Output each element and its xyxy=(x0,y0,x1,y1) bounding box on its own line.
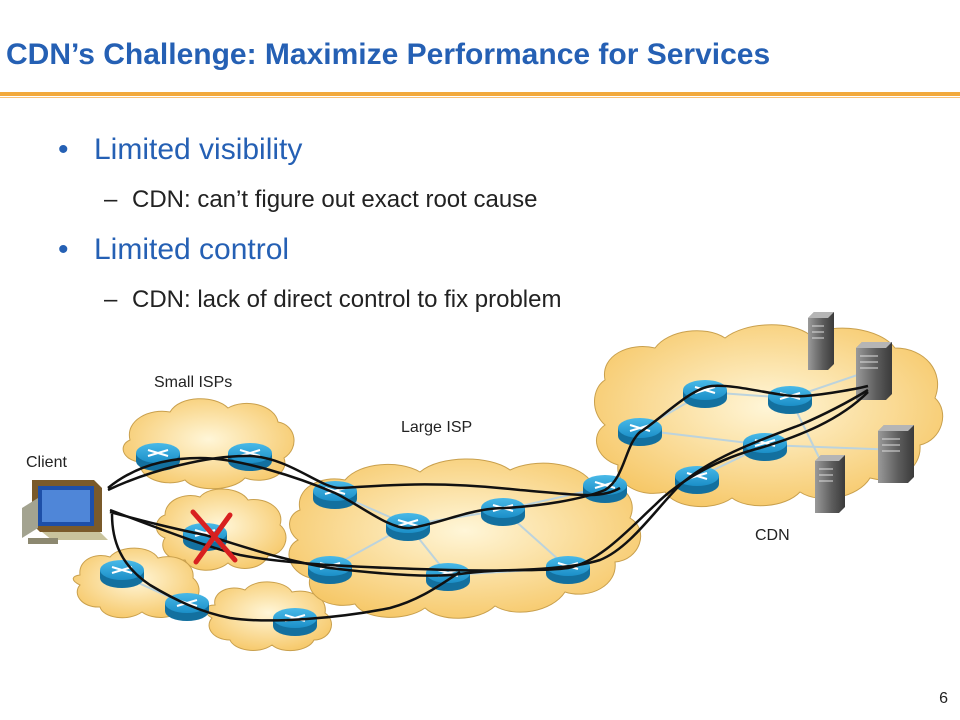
server-icon xyxy=(856,342,892,400)
network-paths xyxy=(107,384,869,622)
slide-title: CDN’s Challenge: Maximize Performance fo… xyxy=(6,38,771,71)
bullet-limited-visibility: • Limited visibility xyxy=(58,133,302,167)
client-computer-icon xyxy=(22,480,108,544)
server-icon xyxy=(808,312,834,370)
router-icon xyxy=(100,560,144,588)
bullet-text: Limited control xyxy=(94,233,290,266)
sub-bullet-dash: – xyxy=(104,186,118,213)
router-icon xyxy=(313,481,357,509)
router-icon xyxy=(273,608,317,636)
x-mark-icon xyxy=(190,509,238,565)
label-client: Client xyxy=(26,454,67,471)
router-icon xyxy=(675,466,719,494)
router-icon xyxy=(481,498,525,526)
title-rule-thin xyxy=(0,97,960,98)
sub-bullet-text: CDN: can’t figure out exact root cause xyxy=(132,186,538,213)
network-diagram: Small ISPs Large ISP Client CDN xyxy=(22,312,944,652)
sub-bullet-visibility: –CDN: can’t figure out exact root cause xyxy=(104,186,538,214)
bullet-dot: • xyxy=(58,133,69,166)
label-large-isp: Large ISP xyxy=(401,419,472,436)
sub-bullet-dash: – xyxy=(104,286,118,313)
label-cdn: CDN xyxy=(755,527,790,544)
bullet-dot: • xyxy=(58,233,69,266)
page-number: 6 xyxy=(939,690,948,707)
sub-bullet-text: CDN: lack of direct control to fix probl… xyxy=(132,286,562,313)
server-icon xyxy=(815,455,845,513)
label-small-isps: Small ISPs xyxy=(154,374,232,391)
router-icon xyxy=(426,563,470,591)
sub-bullet-control: –CDN: lack of direct control to fix prob… xyxy=(104,286,561,314)
server-icon xyxy=(878,425,914,483)
cloud-icon xyxy=(122,398,295,490)
bullet-limited-control: • Limited control xyxy=(58,233,289,267)
router-icon xyxy=(136,443,180,471)
router-icon xyxy=(768,386,812,414)
router-icon xyxy=(546,556,590,584)
title-rule xyxy=(0,92,960,96)
bullet-text: Limited visibility xyxy=(94,133,303,166)
